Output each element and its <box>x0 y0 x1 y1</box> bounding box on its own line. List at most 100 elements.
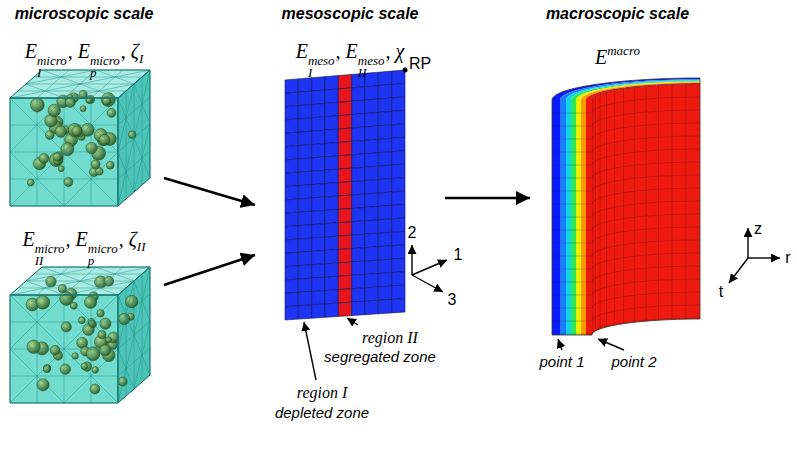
depleted-cell <box>378 165 391 179</box>
mesh-line <box>134 355 142 389</box>
mesh-line <box>606 92 607 327</box>
mesh-line <box>10 152 37 179</box>
depleted-cell <box>365 247 378 261</box>
mesh-line <box>45 288 64 295</box>
depleted-cell <box>312 77 325 91</box>
mesh-line <box>552 204 592 205</box>
cube-edge <box>10 98 118 206</box>
scale-transfer-arrow <box>164 178 255 205</box>
particle-sphere <box>30 98 44 112</box>
particle-sphere <box>99 134 110 145</box>
depleted-cell <box>312 197 325 211</box>
particle-sphere <box>50 345 60 355</box>
particle-sphere <box>37 379 49 391</box>
mesh-line <box>552 126 592 127</box>
depleted-cell <box>378 273 391 287</box>
depleted-cell <box>392 137 405 151</box>
depleted-cell <box>312 264 325 278</box>
depleted-cell <box>312 103 325 117</box>
mesh-line <box>126 315 134 335</box>
depleted-cell <box>325 223 338 237</box>
depleted-cell <box>325 89 338 103</box>
segregated-cell <box>338 235 351 249</box>
depleted-cell <box>325 156 338 170</box>
mesh-line <box>118 172 126 206</box>
depleted-cell <box>285 292 298 306</box>
depleted-cell <box>365 72 378 87</box>
depleted-cell <box>365 166 378 180</box>
particle-sphere <box>53 153 62 162</box>
depleted-cell <box>285 186 298 200</box>
mesh-line <box>45 91 64 98</box>
mesh-line <box>142 124 150 158</box>
mesh-line <box>685 84 686 319</box>
depleted-cell <box>392 151 405 165</box>
mesh-line <box>126 335 134 369</box>
axis-arrow <box>747 228 748 258</box>
particle-sphere <box>36 296 50 310</box>
mesh-line <box>552 243 592 244</box>
depleted-cell <box>378 98 391 113</box>
scale-node: macroscopic scaleEmacro <box>530 2 705 338</box>
depleted-cell <box>352 261 365 275</box>
depleted-cell <box>365 99 378 113</box>
mesh-line <box>623 89 624 324</box>
depleted-cell <box>352 140 365 154</box>
particle-sphere <box>46 276 57 287</box>
scale-node: microscopic scaleEImicro, Epmicro, ζI <box>4 2 164 205</box>
mesh-line <box>552 321 592 322</box>
cube-edge <box>118 267 150 403</box>
depleted-cell <box>352 274 365 288</box>
mesh-line <box>37 322 64 349</box>
depleted-cell <box>352 167 365 181</box>
depleted-cell <box>298 158 311 172</box>
mesh-line <box>134 138 142 158</box>
mesh-line <box>91 98 118 125</box>
cut-face-band <box>560 100 566 335</box>
meso-axes <box>412 245 447 292</box>
macro-cylinder <box>552 78 700 335</box>
depleted-cell <box>378 179 391 193</box>
axis-arrow <box>347 318 358 325</box>
depleted-cell <box>365 193 378 207</box>
mesh-line <box>118 152 126 172</box>
mesh-line <box>126 281 134 315</box>
mesh-line <box>134 301 142 335</box>
modulus-formula: EIImicro, Epmicro, ζII <box>23 226 146 267</box>
depleted-cell <box>365 300 378 314</box>
particle-sphere <box>65 97 75 107</box>
mesh-line <box>34 77 142 78</box>
mesh-line <box>26 77 61 84</box>
depleted-cell <box>285 199 298 213</box>
depleted-cell <box>352 207 365 221</box>
mesh-line <box>118 369 126 403</box>
depleted-cell <box>312 304 325 318</box>
segregated-cell <box>338 249 351 263</box>
top-face-band <box>560 79 700 100</box>
mesh-line <box>552 269 592 270</box>
depleted-cell <box>312 277 325 291</box>
segregated-cell <box>338 88 351 102</box>
depleted-cell <box>298 131 311 145</box>
depleted-cell <box>365 112 378 126</box>
mesh-line <box>37 179 64 206</box>
mesh-line <box>126 369 134 389</box>
depleted-cell <box>378 246 391 260</box>
depleted-cell <box>378 286 391 300</box>
micro-cube <box>10 267 150 403</box>
depleted-cell <box>298 78 311 92</box>
scale-heading: macroscopic scale <box>546 4 689 24</box>
mesh-line <box>142 70 150 104</box>
region-label: region II <box>362 329 418 347</box>
mesh-line <box>26 84 45 91</box>
depleted-cell <box>365 139 378 153</box>
cube-edge <box>118 70 150 206</box>
mesh-line <box>552 191 592 192</box>
mesh-line <box>552 152 592 153</box>
mesh-line <box>115 77 134 84</box>
mesh-line <box>64 98 91 125</box>
depleted-cell <box>325 303 338 317</box>
mesh-line <box>118 118 126 152</box>
mesh-line <box>115 274 134 281</box>
depleted-cell <box>365 287 378 301</box>
